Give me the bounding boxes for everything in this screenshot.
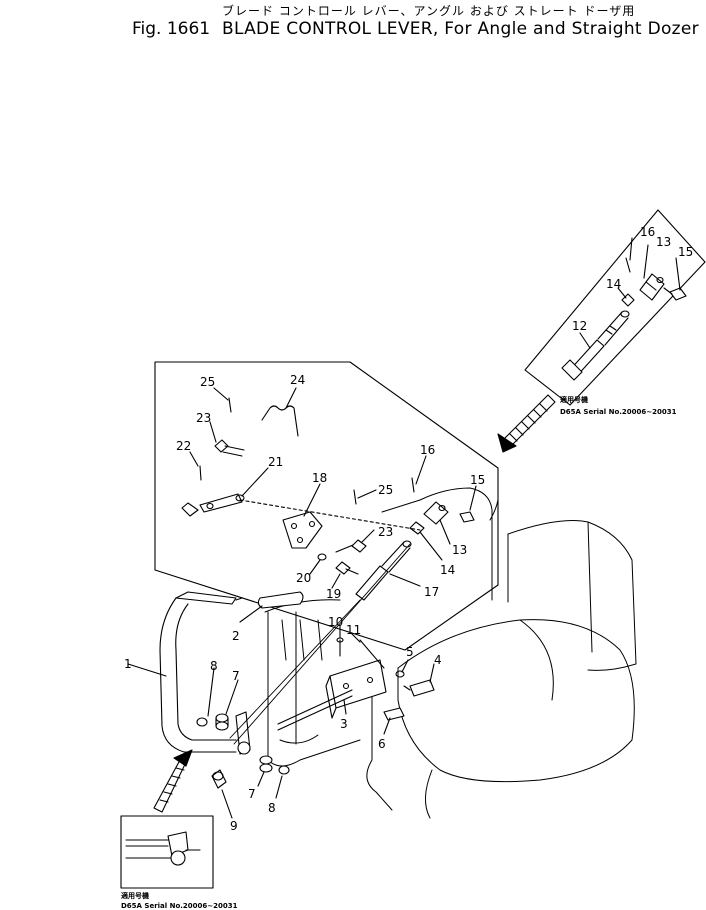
part-5-washer xyxy=(395,670,405,678)
arrow-to-bottom-inset xyxy=(153,749,193,813)
part-19-bolt xyxy=(335,561,359,575)
callout-8-upper: 8 xyxy=(210,659,218,673)
callout-11: 11 xyxy=(346,623,361,637)
callout-3: 3 xyxy=(340,717,348,731)
part-9-boss xyxy=(211,769,227,789)
part-3-bracket xyxy=(325,659,387,719)
part-23-bolt-left xyxy=(214,439,245,457)
part-21-link xyxy=(181,493,245,517)
part-7-bushing-upper xyxy=(215,713,229,731)
linkage-rod xyxy=(277,689,353,731)
inset-bottom-serial: D65A Serial No.20006~20031 xyxy=(121,902,238,910)
part-15-bolt-top xyxy=(663,287,687,301)
part-16-cotter-pin-top xyxy=(625,257,631,273)
part-10-pin xyxy=(336,637,344,657)
callout-24: 24 xyxy=(290,373,305,387)
callout-18: 18 xyxy=(312,471,327,485)
callout-21: 21 xyxy=(268,455,283,469)
callout-25-right: 25 xyxy=(378,483,393,497)
part-18-plate xyxy=(282,511,323,549)
lever-pivot xyxy=(235,711,251,755)
callout-2: 2 xyxy=(232,629,240,643)
callout-16-top: 16 xyxy=(640,225,655,239)
callout-12: 12 xyxy=(572,319,587,333)
part-16-pin-mid xyxy=(411,477,415,493)
figure-title-english: BLADE CONTROL LEVER, For Angle and Strai… xyxy=(222,19,699,39)
inset-top-serial: D65A Serial No.20006~20031 xyxy=(560,408,677,416)
part-8-washer-lower xyxy=(278,765,290,775)
figure-number: Fig. 1661 xyxy=(132,19,211,39)
callout-23-right: 23 xyxy=(378,525,393,539)
callout-13-top: 13 xyxy=(656,235,671,249)
part-4-bolt xyxy=(403,679,435,697)
callout-25-left: 25 xyxy=(200,375,215,389)
part-14-nut-mid xyxy=(409,521,425,535)
callout-4: 4 xyxy=(434,653,442,667)
part-25-pin-mid xyxy=(353,489,357,505)
callout-7-upper: 7 xyxy=(232,669,240,683)
part-17-rod xyxy=(355,540,412,601)
part-23-bolt-right xyxy=(335,539,367,553)
arrow-to-top-inset xyxy=(497,394,556,453)
callout-23-left: 23 xyxy=(196,411,211,425)
part-13-clevis-top xyxy=(639,273,665,301)
callout-5: 5 xyxy=(406,645,414,659)
callout-7-lower: 7 xyxy=(248,787,256,801)
callout-22: 22 xyxy=(176,439,191,453)
callout-10: 10 xyxy=(328,615,343,629)
part-11-rod xyxy=(359,639,385,669)
part-24-spring xyxy=(261,405,299,437)
part-13-clevis-mid xyxy=(423,501,449,525)
callout-14-top: 14 xyxy=(606,277,621,291)
callout-9: 9 xyxy=(230,819,238,833)
callout-15-top: 15 xyxy=(678,245,693,259)
inset-bottom-lever xyxy=(125,831,201,866)
part-2-knob xyxy=(257,591,304,609)
part-12-rod xyxy=(561,310,630,381)
callout-8-lower: 8 xyxy=(268,801,276,815)
part-20-washer xyxy=(317,553,327,561)
part-1-lever xyxy=(159,591,243,753)
callout-14-mid: 14 xyxy=(440,563,455,577)
callout-20: 20 xyxy=(296,571,311,585)
part-8-washer-upper xyxy=(196,717,208,727)
inset-top-applies-label: 適用号機 xyxy=(560,395,588,404)
part-15-bolt-mid xyxy=(459,511,475,523)
inset-frame-top xyxy=(524,209,706,406)
part-7-bushing-lower xyxy=(259,755,273,773)
exploded-frame-main xyxy=(154,361,499,651)
part-6-pin xyxy=(383,707,405,721)
machine-body-outline xyxy=(264,487,637,819)
callout-17: 17 xyxy=(424,585,439,599)
figure-title-japanese: ブレード コントロール レバー、アングル および ストレート ドーザ用 xyxy=(222,4,636,18)
inset-bottom-applies-label: 適用号機 xyxy=(121,891,149,900)
callout-16-mid: 16 xyxy=(420,443,435,457)
inset-frame-bottom xyxy=(120,815,214,889)
callout-6: 6 xyxy=(378,737,386,751)
callout-13-mid: 13 xyxy=(452,543,467,557)
part-22-pin xyxy=(199,465,202,481)
callout-15-mid: 15 xyxy=(470,473,485,487)
part-25-pin xyxy=(228,397,232,413)
callout-19: 19 xyxy=(326,587,341,601)
callout-1: 1 xyxy=(124,657,132,671)
